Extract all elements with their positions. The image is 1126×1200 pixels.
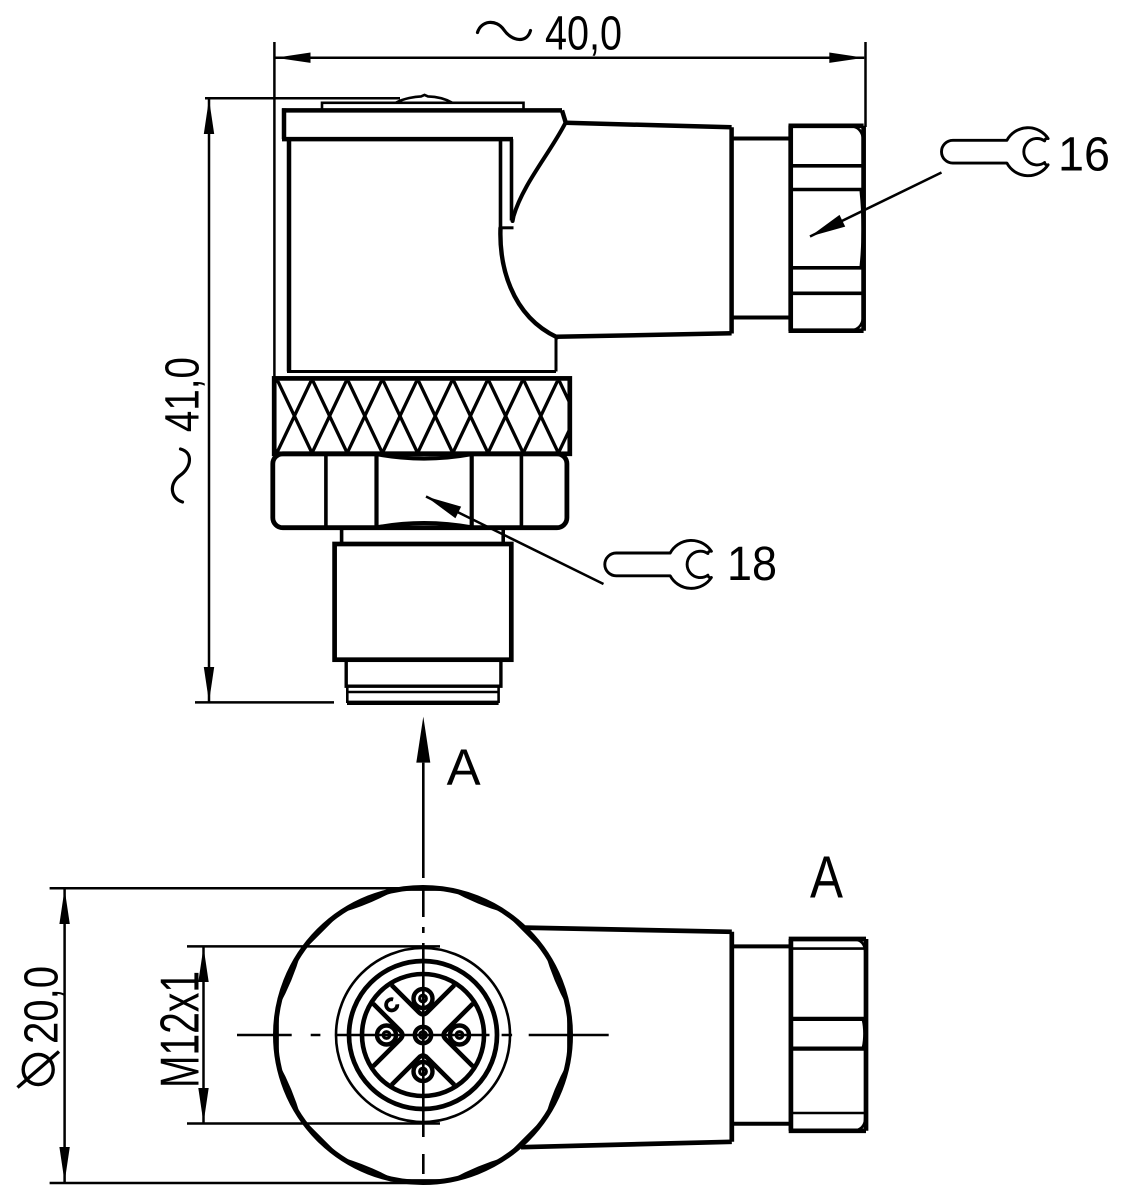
svg-text:16: 16: [1058, 128, 1110, 181]
svg-text:A: A: [447, 739, 481, 796]
svg-text:M12x1: M12x1: [148, 971, 210, 1088]
svg-text:41,0: 41,0: [156, 357, 209, 432]
svg-text:40,0: 40,0: [545, 8, 622, 61]
svg-text:18: 18: [727, 538, 777, 591]
svg-text:A: A: [810, 845, 844, 911]
svg-text:20,0: 20,0: [16, 966, 69, 1044]
